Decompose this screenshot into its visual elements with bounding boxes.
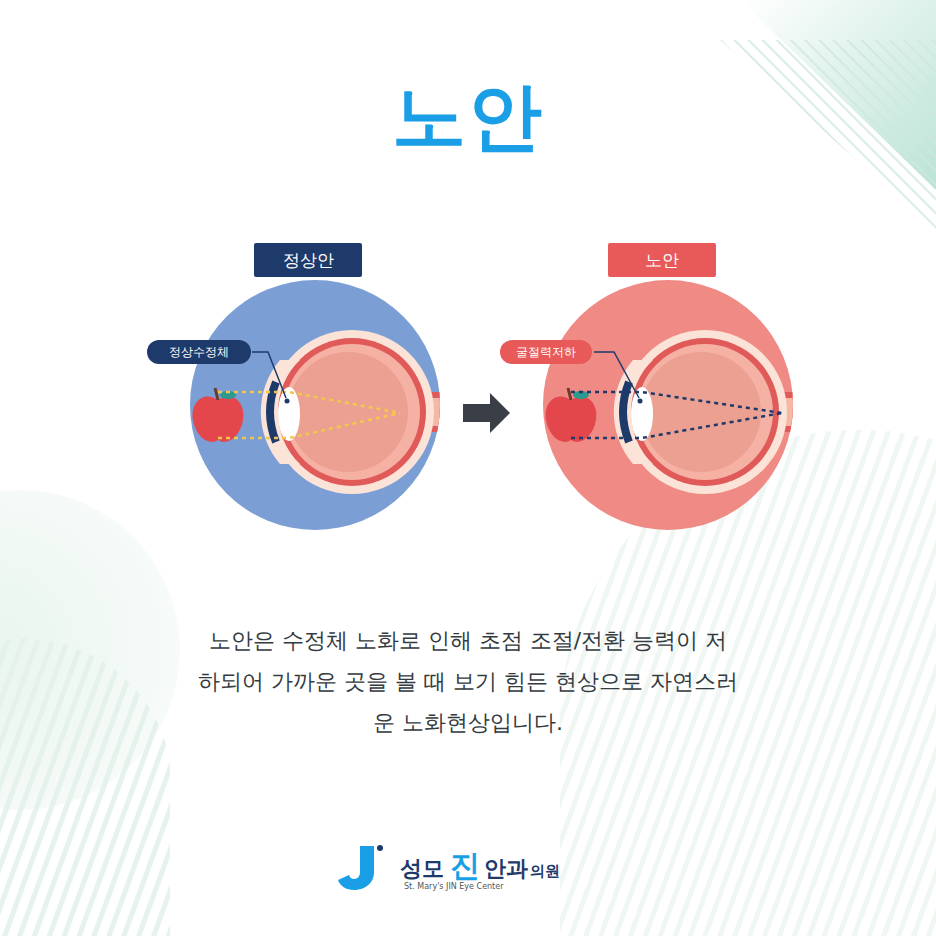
title: 노안 bbox=[0, 68, 936, 164]
logo-word: 성모 bbox=[400, 854, 444, 884]
normal-eye bbox=[190, 280, 445, 530]
callout-pill: 정상수정체 bbox=[147, 340, 251, 364]
logo-subtitle: St. Mary's JIN Eye Center bbox=[404, 882, 503, 891]
logo-text: 성모진안과의원 bbox=[400, 846, 560, 887]
logo-word: 진 bbox=[450, 846, 480, 887]
eye-state-tag: 정상안 bbox=[254, 243, 362, 277]
apple bbox=[546, 388, 597, 442]
apple bbox=[193, 388, 244, 442]
node-text: 정상수정체 bbox=[169, 344, 229, 361]
transition-arrow bbox=[463, 393, 510, 433]
node-text: 정상안 bbox=[283, 249, 334, 272]
logo-word: 안과 bbox=[484, 854, 528, 884]
node-text: 노안 bbox=[645, 249, 679, 272]
caption: 노안은 수정체 노화로 인해 초점 조절/전환 능력이 저하되어 가까운 곳을 … bbox=[198, 620, 738, 743]
presbyopia-eye bbox=[543, 280, 798, 530]
node-text: 굴절력저하 bbox=[516, 344, 576, 361]
callout-pill: 굴절력저하 bbox=[500, 340, 592, 364]
logo-word: 의원 bbox=[530, 862, 560, 881]
logo-mark bbox=[338, 845, 383, 890]
eye-state-tag: 노안 bbox=[608, 243, 716, 277]
